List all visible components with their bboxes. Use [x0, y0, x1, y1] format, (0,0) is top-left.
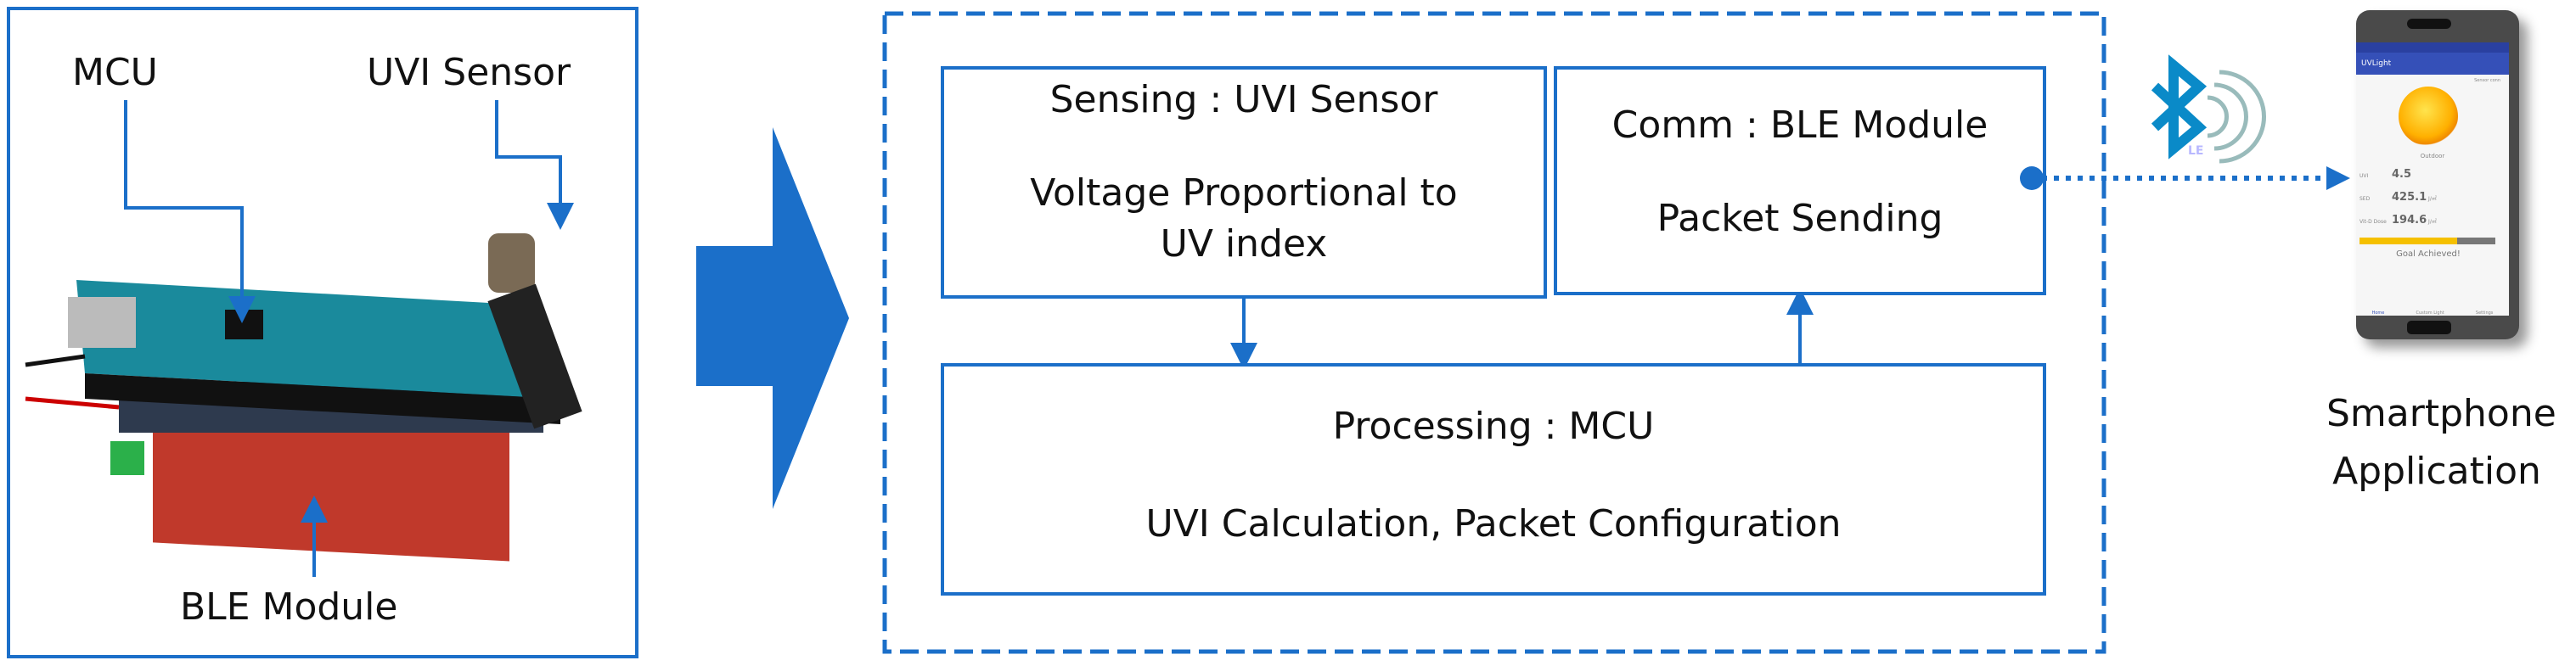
phone-metric-row: UVI 4.5: [2359, 168, 2504, 181]
goal-text: Goal Achieved!: [2396, 249, 2461, 259]
nav-custom-light[interactable]: Custom Light: [2416, 311, 2444, 316]
smartphone: UVLight Sensor conn Outdoor UVI 4.5 SED 42…: [2356, 10, 2519, 339]
uvi-sensor-label: UVI Sensor: [367, 51, 571, 94]
sensing-desc-line1: Voltage Proportional to: [1030, 171, 1458, 215]
mcu-board: [76, 280, 560, 399]
nav-home[interactable]: Home: [2371, 311, 2385, 316]
phone-caption-line2: Application: [2332, 450, 2541, 493]
ble-board: [153, 406, 509, 562]
goal-progress-bar: [2359, 238, 2495, 244]
side-headers: [487, 283, 582, 429]
phone-screen: UVLight Sensor conn Outdoor UVI 4.5 SED 42…: [2356, 42, 2509, 316]
app-name: UVLight: [2361, 59, 2392, 68]
metric-label: Vit-D Dose: [2359, 219, 2387, 225]
sensing-desc-line2: UV index: [1160, 222, 1328, 266]
comm-title: Comm : BLE Module: [1611, 104, 1988, 147]
nav-settings[interactable]: Settings: [2475, 311, 2494, 316]
processing-title: Processing : MCU: [1332, 405, 1655, 448]
metric-value: 194.6: [2392, 214, 2427, 227]
metric-unit: J/㎡: [2428, 219, 2437, 225]
ble-module-label: BLE Module: [180, 585, 398, 629]
phone-metric-row: SED 425.1 J/㎡: [2359, 191, 2504, 204]
phone-caption-line1: Smartphone: [2326, 392, 2556, 435]
goal-progress-fill: [2359, 238, 2458, 244]
system-boundary: [882, 11, 2106, 654]
metric-label: UVI: [2359, 173, 2369, 179]
flow-arrow: [696, 127, 849, 509]
board-image: [25, 233, 582, 562]
app-bar: UVLight: [2356, 53, 2509, 75]
phone-speaker: [2407, 19, 2451, 29]
terminal-block: [110, 441, 144, 475]
sensing-title: Sensing : UVI Sensor: [1049, 78, 1438, 121]
bluetooth-le-icon: [2151, 54, 2266, 164]
sensing-block: Sensing : UVI Sensor Voltage Proportiona…: [941, 66, 1547, 299]
phone-metric-row: Vit-D Dose 194.6 J/㎡: [2359, 214, 2504, 227]
sensor-callout-arrow: [495, 100, 574, 230]
sun-icon: [2399, 87, 2458, 146]
connection-status: Sensor conn: [2474, 78, 2500, 83]
condition-text: Outdoor: [2420, 153, 2445, 160]
ble-link-arrowhead: [2326, 166, 2350, 190]
comm-desc: Packet Sending: [1656, 197, 1943, 240]
bluetooth-le-badge: LE: [2188, 144, 2204, 158]
comm-block: Comm : BLE Module Packet Sending: [1554, 66, 2046, 295]
processing-block: Processing : MCU UVI Calculation, Packet…: [941, 363, 2046, 596]
processing-desc: UVI Calculation, Packet Configuration: [1145, 502, 1842, 546]
metric-value: 425.1: [2392, 191, 2427, 204]
uvi-sensor-can: [488, 233, 535, 293]
pin-headers: [85, 373, 560, 424]
mcu-label: MCU: [72, 51, 158, 94]
metric-label: SED: [2359, 196, 2371, 202]
metric-unit: J/㎡: [2428, 196, 2437, 202]
metric-value: 4.5: [2392, 168, 2412, 181]
phone-home-button: [2407, 321, 2451, 334]
mcu-chip: [225, 310, 263, 339]
mcu-callout-arrow: [124, 100, 256, 323]
bottom-nav: Home Custom Light Settings: [2356, 294, 2509, 316]
usb-connector: [68, 297, 136, 348]
